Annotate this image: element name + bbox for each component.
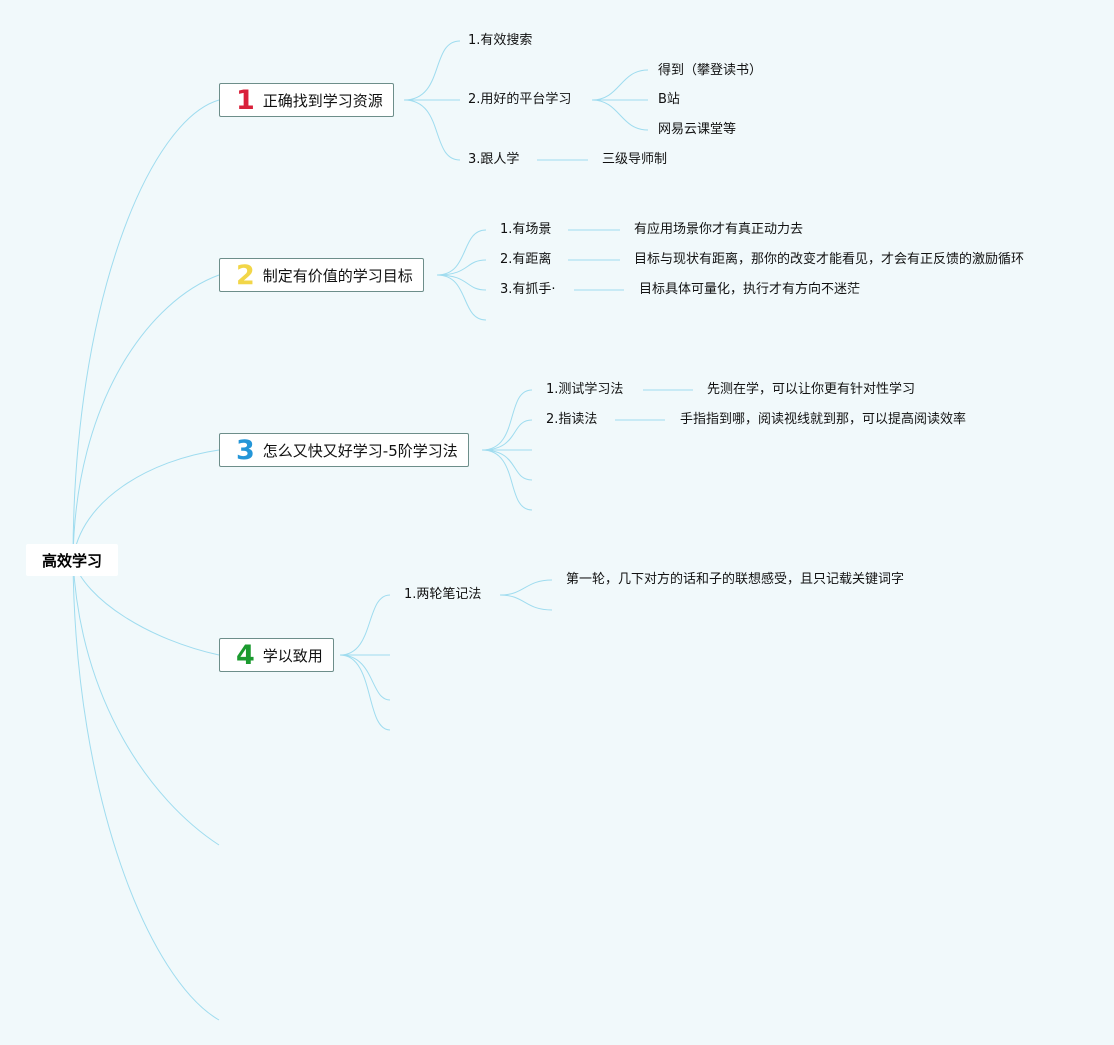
detail-2-2[interactable]: 目标与现状有距离，那你的改变才能看见，才会有正反馈的激励循环 bbox=[634, 252, 1025, 267]
leaf-1-2-3[interactable]: 网易云课堂等 bbox=[658, 122, 737, 137]
number-2-icon: 2 bbox=[236, 259, 255, 291]
subtopic-2-2[interactable]: 2.有距离 bbox=[500, 252, 552, 267]
subtopic-3-1[interactable]: 1.测试学习法 bbox=[546, 382, 624, 397]
topic-3[interactable]: 3 怎么又快又好学习-5阶学习法 bbox=[219, 433, 469, 467]
topic-2[interactable]: 2 制定有价值的学习目标 bbox=[219, 258, 424, 292]
root-topic-label: 高效学习 bbox=[41, 551, 102, 570]
subtopic-2-3[interactable]: 3.有抓手· bbox=[500, 282, 556, 297]
subtopic-1-2[interactable]: 2.用好的平台学习 bbox=[468, 92, 572, 107]
subtopic-3-2[interactable]: 2.指读法 bbox=[546, 412, 598, 427]
detail-2-3[interactable]: 目标具体可量化，执行才有方向不迷茫 bbox=[639, 282, 861, 297]
detail-2-1[interactable]: 有应用场景你才有真正动力去 bbox=[634, 222, 804, 237]
subtopic-2-1[interactable]: 1.有场景 bbox=[500, 222, 552, 237]
topic-3-label: 怎么又快又好学习-5阶学习法 bbox=[262, 441, 458, 460]
leaf-1-2-2[interactable]: B站 bbox=[658, 92, 680, 107]
topic-4[interactable]: 4 学以致用 bbox=[219, 638, 334, 672]
topic-1-label: 正确找到学习资源 bbox=[262, 91, 383, 110]
number-4-icon: 4 bbox=[236, 639, 255, 671]
detail-4-1[interactable]: 第一轮，几下对方的话和子的联想感受，且只记载关键词字 bbox=[566, 572, 905, 587]
number-1-icon: 1 bbox=[236, 84, 255, 116]
root-topic[interactable]: 高效学习 bbox=[26, 544, 118, 576]
detail-3-1[interactable]: 先测在学，可以让你更有针对性学习 bbox=[707, 382, 916, 397]
topic-2-label: 制定有价值的学习目标 bbox=[262, 266, 413, 285]
subtopic-1-1[interactable]: 1.有效搜索 bbox=[468, 33, 533, 48]
topic-4-label: 学以致用 bbox=[262, 646, 323, 665]
subtopic-4-1[interactable]: 1.两轮笔记法 bbox=[404, 587, 482, 602]
detail-1-3[interactable]: 三级导师制 bbox=[602, 152, 668, 167]
leaf-1-2-1[interactable]: 得到（攀登读书） bbox=[658, 63, 763, 78]
detail-3-2[interactable]: 手指指到哪，阅读视线就到那，可以提高阅读效率 bbox=[680, 412, 967, 427]
subtopic-1-3[interactable]: 3.跟人学 bbox=[468, 152, 520, 167]
topic-1[interactable]: 1 正确找到学习资源 bbox=[219, 83, 394, 117]
number-3-icon: 3 bbox=[236, 434, 255, 466]
